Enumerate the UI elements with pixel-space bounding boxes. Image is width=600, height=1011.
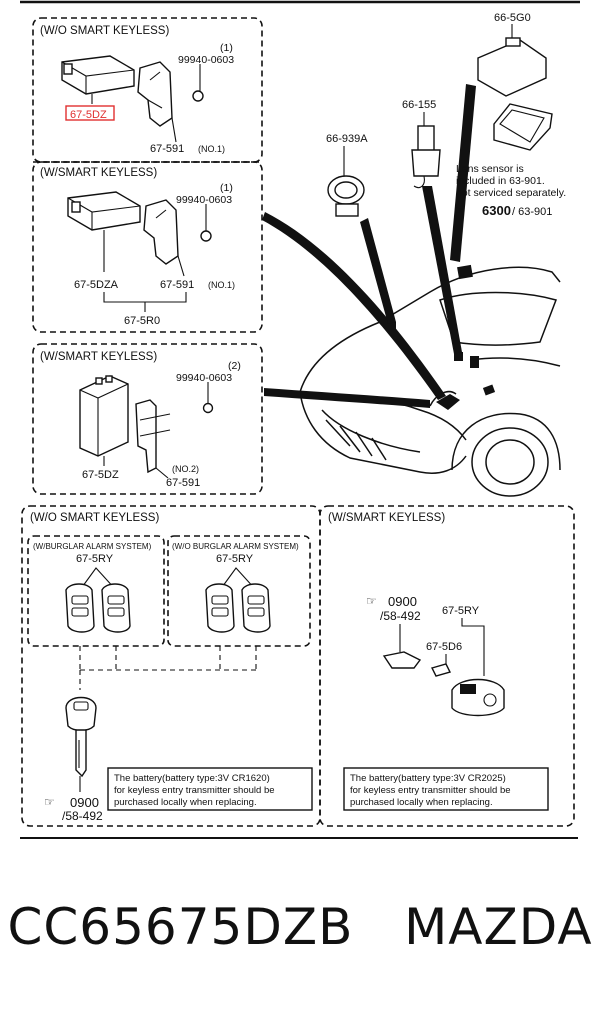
- ref-63901: / 63-901: [512, 206, 552, 218]
- arrow-to-car-5: [450, 84, 476, 262]
- keyless-module-top: [61, 55, 135, 104]
- key-left: [65, 696, 97, 778]
- arrow-to-car-3: [360, 218, 396, 324]
- part-66939a: 66-939A: [326, 133, 368, 145]
- part-66939a-drawing: [327, 175, 365, 217]
- section-box-wo-smart-bottom: [21, 505, 321, 827]
- part-675dz-top: 67-5DZ: [70, 109, 107, 121]
- note-box-left: [107, 767, 313, 811]
- note-right-line1: The battery(battery type:3V CR2025): [350, 773, 506, 784]
- no2-low: (NO.2): [172, 464, 199, 474]
- arrow-to-car-2: [264, 388, 430, 408]
- key-fob-group-right: [205, 583, 271, 633]
- smart-key-fob: [451, 678, 505, 717]
- bracket-mid: [143, 199, 212, 277]
- note-right-line3: purchased locally when replacing.: [350, 797, 493, 808]
- part-67591-top: 67-591: [150, 143, 184, 155]
- part-99940-mid: 99940-0603: [176, 194, 232, 206]
- key-fob-group-left: [65, 583, 131, 633]
- caption-brand: MAZDA: [404, 898, 593, 956]
- ref-6300: 6300: [482, 203, 511, 218]
- part-675ry-c: 67-5RY: [442, 605, 480, 617]
- section-label-w-smart-low: (W/SMART KEYLESS): [40, 351, 157, 363]
- note-left-line3: purchased locally when replacing.: [114, 797, 257, 808]
- bracket-top: [137, 61, 204, 143]
- part-99940-low: 99940-0603: [176, 372, 232, 384]
- part-caption: CC65675DZB MAZDA: [0, 898, 600, 956]
- section-label-w-smart-mid: (W/SMART KEYLESS): [40, 167, 157, 179]
- no1-mid: (NO.1): [208, 280, 235, 290]
- note-left-line1: The battery(battery type:3V CR1620): [114, 773, 270, 784]
- keyless-module-low: [79, 375, 129, 466]
- ref-0900-right: 0900: [388, 594, 417, 609]
- section-box-w-smart-mid: [32, 161, 263, 333]
- section-box-w-smart-bottom: [319, 505, 575, 827]
- label-no-burglar: (W/O BURGLAR ALARM SYSTEM): [172, 542, 299, 551]
- keyless-module-mid: [67, 191, 141, 272]
- lens-note-line2: included in 63-901.: [456, 175, 545, 187]
- qty-2-low: (2): [228, 360, 241, 372]
- part-675r0: 67-5R0: [124, 315, 160, 327]
- part-675ry-b: 67-5RY: [216, 553, 254, 565]
- key-blade-right: [382, 651, 452, 677]
- section-label-wo-smart-bottom: (W/O SMART KEYLESS): [30, 512, 159, 524]
- arrow-to-car-4: [422, 186, 462, 354]
- note-box-right: [343, 767, 549, 811]
- part-66155: 66-155: [402, 99, 436, 111]
- bracket-low: [135, 382, 214, 479]
- part-66155-drawing: [411, 125, 441, 189]
- part-665g0: 66-5G0: [494, 12, 531, 24]
- car-illustration: [299, 264, 561, 497]
- part-675d6: 67-5D6: [426, 641, 462, 653]
- lens-note-line1: Lens sensor is: [456, 163, 524, 175]
- box-burglar: [27, 535, 165, 647]
- arrow-to-car-1: [262, 212, 446, 400]
- section-label-wo-smart-top: (W/O SMART KEYLESS): [40, 25, 169, 37]
- note-right-line2: for keyless entry transmitter should be: [350, 785, 511, 796]
- ref-hand-icon-left: ☞: [44, 795, 55, 809]
- ref-hand-icon-right: ☞: [366, 594, 377, 608]
- box-no-burglar: [167, 535, 311, 647]
- part-99940-top: 99940-0603: [178, 54, 234, 66]
- part-67591-low: 67-591: [166, 477, 200, 489]
- ref-0900-left: 0900: [70, 795, 99, 810]
- qty-1-mid: (1): [220, 182, 233, 194]
- part-675dz-low: 67-5DZ: [82, 469, 119, 481]
- part-675ry-a: 67-5RY: [76, 553, 114, 565]
- part-67591-mid: 67-591: [160, 279, 194, 291]
- caption-part-number: CC65675DZB: [7, 898, 354, 956]
- part-675dza: 67-5DZA: [74, 279, 119, 291]
- ref-hand-icon: ☞: [454, 205, 464, 217]
- section-label-w-smart-bottom: (W/SMART KEYLESS): [328, 512, 445, 524]
- ref-58492-left: /58-492: [62, 809, 103, 823]
- highlight-box-675dz: [65, 105, 115, 121]
- qty-1-top: (1): [220, 42, 233, 54]
- sensor-665g0: [477, 37, 553, 151]
- lens-note-line3: not serviced separately.: [456, 187, 566, 199]
- no1-top: (NO.1): [198, 144, 225, 154]
- section-box-w-smart-low: [32, 343, 263, 495]
- ref-58492-right: /58-492: [380, 609, 421, 623]
- note-left-line2: for keyless entry transmitter should be: [114, 785, 275, 796]
- label-burglar: (W/BURGLAR ALARM SYSTEM): [33, 542, 152, 551]
